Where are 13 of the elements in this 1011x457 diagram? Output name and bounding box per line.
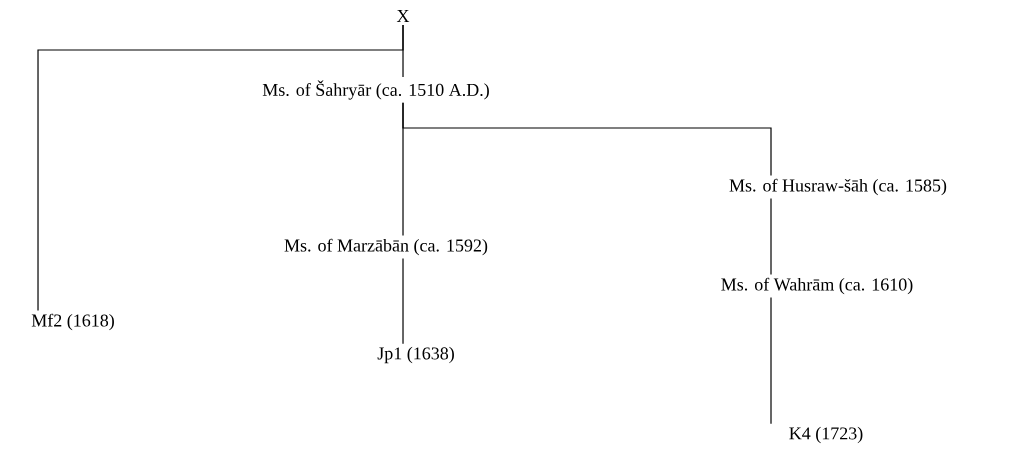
manuscript-label: X: [396, 10, 410, 22]
manuscript-label: Ms. of Marzābān (ca. 1592): [284, 238, 488, 256]
tree-line: [770, 197, 772, 276]
manuscript-label: Mf2 (1618): [31, 313, 114, 331]
tree-line: [770, 296, 772, 425]
manuscript-label: Ms. of Šahryār (ca. 1510 A.D.): [262, 80, 489, 100]
tree-line: [37, 24, 404, 312]
tree-line: [402, 102, 772, 177]
manuscript-label: K4 (1723): [789, 426, 863, 444]
manuscript-label: Ms. of Wahrām (ca. 1610): [721, 277, 913, 295]
manuscript-label: Jp1 (1638): [377, 346, 454, 364]
manuscript-label: Ms. of Husraw-šāh (ca. 1585): [729, 178, 947, 196]
tree-line: [402, 257, 404, 345]
